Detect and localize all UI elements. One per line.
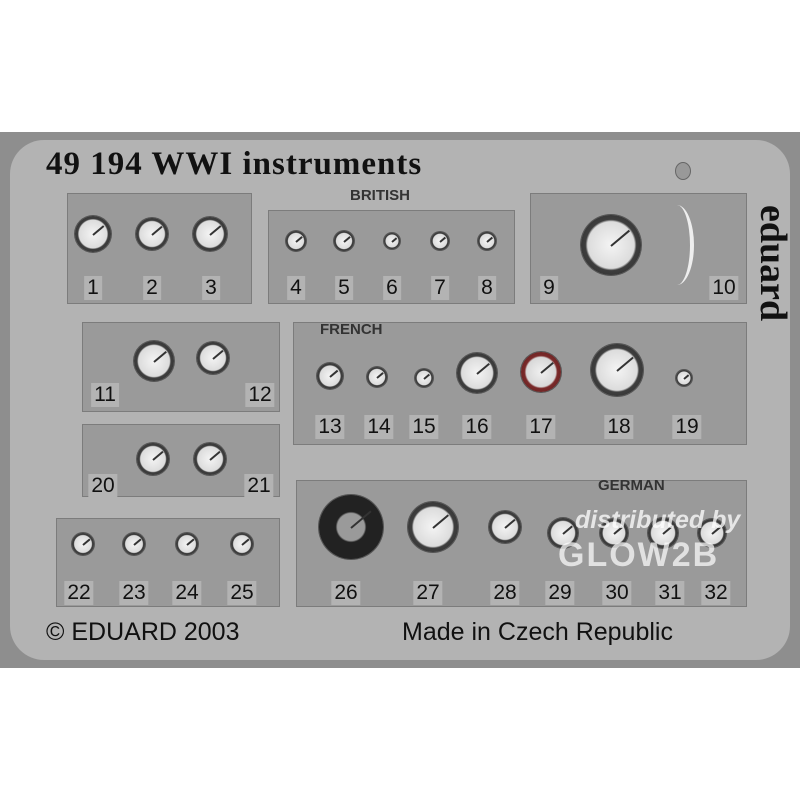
- part-number: 11: [91, 383, 119, 407]
- instrument-dial-29: [548, 518, 578, 548]
- part-number: 28: [490, 581, 520, 605]
- instrument-dial-23: [123, 533, 145, 555]
- origin-text: Made in Czech Republic: [402, 618, 673, 646]
- section-british: BRITISH: [350, 187, 410, 204]
- part-number: 12: [245, 383, 275, 407]
- instrument-dial-5: [334, 231, 354, 251]
- part-number: 18: [604, 415, 634, 439]
- instrument-dial-4: [286, 231, 306, 251]
- instrument-dial-28: [489, 511, 521, 543]
- part-number: 20: [88, 474, 118, 498]
- mounting-hole: [675, 162, 691, 180]
- part-number: 9: [540, 276, 558, 300]
- eduard-logo: eduard: [752, 205, 794, 322]
- part-number: 30: [602, 581, 632, 605]
- part-number: 10: [709, 276, 739, 300]
- instrument-dial-30: [600, 519, 628, 547]
- section-french: FRENCH: [320, 321, 383, 338]
- instrument-dial-17: [521, 352, 561, 392]
- watermark-logo: GLOW2B: [558, 536, 720, 574]
- instrument-dial-21: [194, 443, 226, 475]
- instrument-dial-20: [137, 443, 169, 475]
- part-number: 29: [545, 581, 575, 605]
- instrument-dial-32: [698, 519, 726, 547]
- instrument-dial-22: [72, 533, 94, 555]
- instrument-dial-9: [581, 215, 641, 275]
- part-number: 15: [409, 415, 439, 439]
- instrument-dial-2: [136, 218, 168, 250]
- instrument-dial-26: [319, 495, 383, 559]
- part-number: 5: [335, 276, 353, 300]
- instrument-dial-13: [317, 363, 343, 389]
- instrument-dial-24: [176, 533, 198, 555]
- part-number: 2: [143, 276, 161, 300]
- fret-title: 49 194 WWI instruments: [46, 146, 423, 182]
- instrument-dial-14: [367, 367, 387, 387]
- instrument-dial-18: [591, 344, 643, 396]
- instrument-dial-19: [676, 370, 692, 386]
- part-number: 13: [315, 415, 345, 439]
- part-number: 17: [526, 415, 556, 439]
- part-number: 1: [84, 276, 102, 300]
- part-number: 23: [119, 581, 149, 605]
- section-german: GERMAN: [598, 477, 665, 494]
- part-number: 31: [655, 581, 685, 605]
- watermark-line1: distributed by: [575, 506, 741, 534]
- instrument-dial-1: [75, 216, 111, 252]
- instrument-dial-3: [193, 217, 227, 251]
- instrument-dial-12: [197, 342, 229, 374]
- part-number: 6: [383, 276, 401, 300]
- part-number: 4: [287, 276, 305, 300]
- part-number: 3: [202, 276, 220, 300]
- part-number: 7: [431, 276, 449, 300]
- instrument-dial-11: [134, 341, 174, 381]
- part-number: 24: [172, 581, 202, 605]
- instrument-dial-8: [478, 232, 496, 250]
- part-number: 8: [478, 276, 496, 300]
- part-number: 26: [331, 581, 361, 605]
- part-number: 16: [462, 415, 492, 439]
- copyright: © EDUARD 2003: [46, 618, 240, 646]
- instrument-dial-6: [384, 233, 400, 249]
- instrument-dial-25: [231, 533, 253, 555]
- instrument-dial-31: [648, 518, 678, 548]
- instrument-dial-27: [408, 502, 458, 552]
- part-number: 21: [244, 474, 274, 498]
- part-number: 25: [227, 581, 257, 605]
- instrument-dial-16: [457, 353, 497, 393]
- part-number: 27: [413, 581, 443, 605]
- part-number: 19: [672, 415, 702, 439]
- part-10-arc: [660, 205, 694, 285]
- instrument-dial-15: [415, 369, 433, 387]
- part-number: 14: [364, 415, 394, 439]
- instrument-dial-7: [431, 232, 449, 250]
- part-number: 22: [64, 581, 94, 605]
- part-number: 32: [701, 581, 731, 605]
